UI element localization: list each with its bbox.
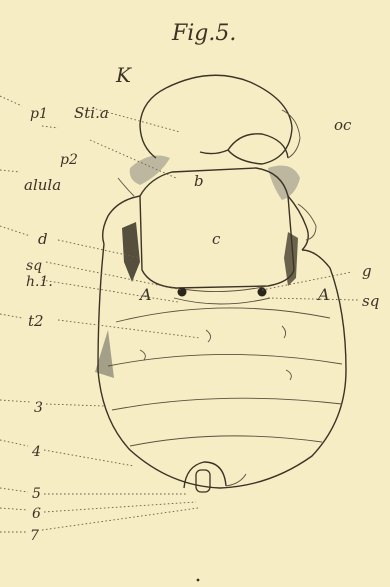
label-sq-left: sq: [26, 258, 42, 274]
label-stia: Sti.a: [74, 104, 109, 122]
label-A-right: A: [316, 285, 330, 304]
label-sq-right: sq: [362, 292, 379, 310]
segment-line-2: [108, 354, 342, 366]
specimen-letter: K: [115, 63, 132, 87]
bristle-lower-right: [286, 370, 291, 380]
hinge-knob-left: [178, 288, 187, 297]
label-h1: h.1.: [26, 274, 53, 290]
label-p2: p2: [60, 152, 78, 168]
wing-hinge-right: [298, 204, 316, 240]
bristle-lower-left: [140, 350, 145, 360]
genital-lobe: [226, 474, 246, 486]
eye-lobe-right: [228, 134, 288, 158]
label-6: 6: [32, 506, 41, 522]
bristle-right: [282, 326, 286, 338]
segment-line-3: [112, 398, 342, 410]
label-A-left: A: [138, 285, 152, 304]
segment-line-4: [130, 436, 322, 446]
label-p1: p1: [30, 106, 48, 122]
bristle-left: [206, 330, 211, 342]
label-b: b: [194, 172, 204, 190]
genital-plate: [196, 470, 210, 492]
label-5: 5: [32, 486, 41, 502]
thorax-outline: [140, 168, 294, 288]
label-7: 7: [30, 528, 39, 544]
squama-fold: [174, 298, 270, 304]
label-g: g: [362, 262, 372, 280]
eye-lobe-left: [140, 88, 166, 158]
label-oc: oc: [334, 116, 352, 134]
abdomen-outline: [98, 244, 346, 488]
hinge-knob-right: [258, 288, 267, 297]
label-t2: t2: [28, 312, 44, 330]
shading-left-side: [122, 222, 140, 282]
segment-line-1: [116, 308, 330, 322]
figure-title: Fig.5.: [171, 21, 236, 46]
head-outline: [166, 75, 292, 164]
wing-base-left: [118, 178, 134, 196]
label-c: c: [212, 230, 221, 248]
specimen-drawing: [95, 75, 346, 492]
label-alula: alula: [24, 176, 61, 194]
right-leader-lines: [262, 272, 358, 300]
stray-dot: [197, 579, 200, 582]
label-3: 3: [34, 400, 43, 416]
label-d: d: [38, 230, 48, 248]
shading-left-shoulder: [130, 156, 170, 185]
label-4: 4: [31, 444, 41, 460]
shading-right-shoulder: [268, 166, 300, 200]
